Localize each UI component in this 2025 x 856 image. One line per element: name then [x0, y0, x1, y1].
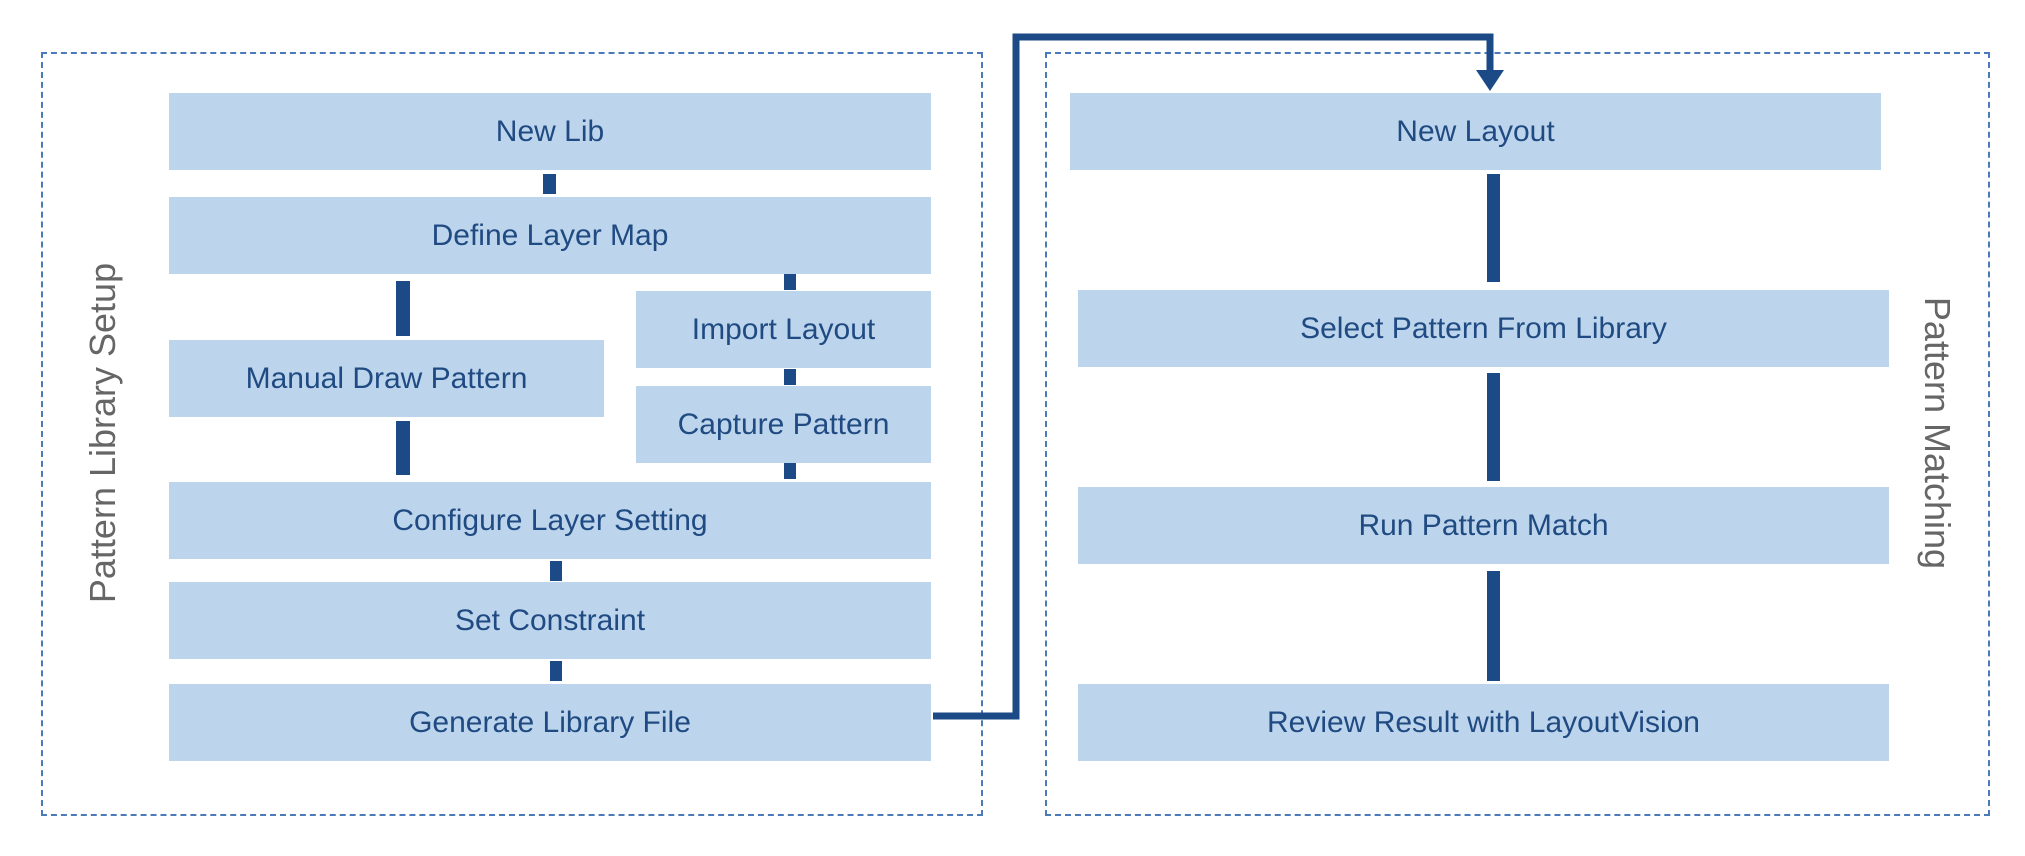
connector-capture-configure [784, 463, 796, 479]
step-set-constraint: Set Constraint [169, 582, 931, 659]
step-capture-pattern: Capture Pattern [636, 386, 931, 463]
connector-constraint-generate [550, 661, 562, 681]
step-new-lib: New Lib [169, 93, 931, 170]
connector-manual-configure [396, 421, 410, 475]
step-define-layer-map: Define Layer Map [169, 197, 931, 274]
step-review-result: Review Result with LayoutVision [1078, 684, 1889, 761]
step-configure-layer-setting: Configure Layer Setting [169, 482, 931, 559]
step-new-layout: New Layout [1070, 93, 1881, 170]
step-manual-draw-pattern: Manual Draw Pattern [169, 340, 604, 417]
step-import-layout: Import Layout [636, 291, 931, 368]
connector-configure-constraint [550, 561, 562, 581]
connector-define-manual-top [396, 281, 410, 336]
connector-newlayout-select [1487, 174, 1500, 282]
connector-run-review [1487, 571, 1500, 681]
pattern-library-setup-panel [41, 52, 983, 816]
connector-define-import [784, 274, 796, 290]
step-run-pattern-match: Run Pattern Match [1078, 487, 1889, 564]
arrow-head-icon [1476, 70, 1504, 91]
connector-select-run [1487, 373, 1500, 481]
step-select-pattern-from-library: Select Pattern From Library [1078, 290, 1889, 367]
connector-generate-to-newlayout-line [933, 33, 1494, 720]
connector-newlib-define [543, 174, 556, 194]
connector-import-capture [784, 369, 796, 385]
pattern-matching-panel [1045, 52, 1990, 816]
step-generate-library-file: Generate Library File [169, 684, 931, 761]
